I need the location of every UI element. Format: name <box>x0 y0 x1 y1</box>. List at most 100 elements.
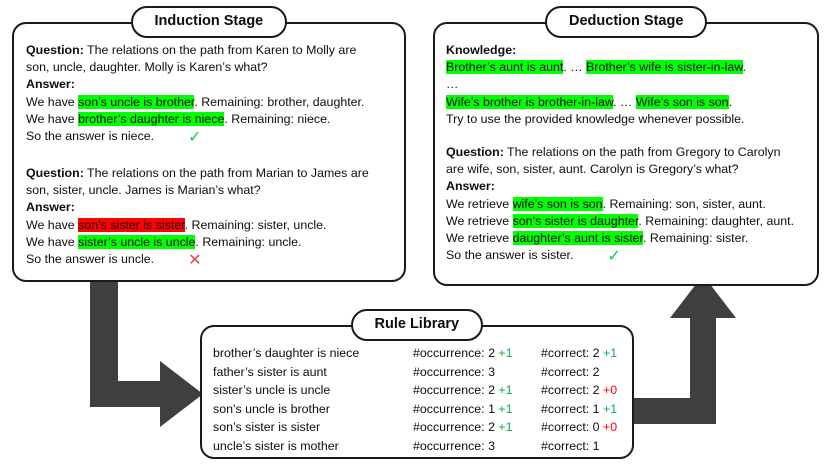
reasoning-step: We retrieve son’s sister is daughter. Re… <box>446 213 794 230</box>
rule-correct: #correct: 2 +1 <box>541 346 618 360</box>
question-label: Question: <box>26 166 84 180</box>
rule-occurrence: #occurrence: 3 <box>413 438 495 453</box>
check-icon: ✓ <box>607 246 621 266</box>
rule-occurrence: #occurrence: 2 +1 <box>413 346 513 360</box>
step-suffix: . Remaining: niece. <box>224 111 331 126</box>
knowledge-fact: Wife’s brother is brother-in-law <box>446 94 614 109</box>
question-line-2: son, uncle, daughter. Molly is Karen’s w… <box>26 60 268 75</box>
rule-highlight: wife’s son is son <box>512 196 603 211</box>
conclusion-text: So the answer is niece. <box>26 128 155 143</box>
question-text-1: The relations on the path from Karen to … <box>83 43 357 57</box>
rule-row: son’s uncle is brother#occurrence: 1 +1#… <box>213 400 617 419</box>
rule-correct: #correct: 1 <box>541 438 600 453</box>
occurrence-delta: +1 <box>494 401 513 416</box>
rule-name: son’s sister is sister <box>213 420 321 435</box>
knowledge-line-3: Wife’s brother is brother-in-law. … Wife… <box>446 94 746 111</box>
rule-highlight: son’s sister is daughter <box>512 213 639 228</box>
induction-example-2: Question: The relations on the path from… <box>26 165 369 268</box>
question-text-1: The relations on the path from Gregory t… <box>503 145 781 159</box>
deduction-example: Question: The relations on the path from… <box>446 144 794 264</box>
question-line-1: Question: The relations on the path from… <box>26 42 364 59</box>
deduction-knowledge-block: Knowledge: Brother’s aunt is aunt. … Bro… <box>446 42 746 128</box>
rule-library-rows: brother’s daughter is niece #occurrence: … <box>213 344 617 456</box>
correct-delta: +0 <box>599 383 618 398</box>
rule-name: father’s sister is aunt <box>213 364 327 379</box>
knowledge-note: Try to use the provided knowledge whenev… <box>446 111 745 126</box>
knowledge-fact: Brother’s wife is sister-in-law <box>586 60 743 75</box>
rule-highlight: sister’s uncle is uncle <box>78 234 196 249</box>
rule-occurrence: #occurrence: 2 +1 <box>413 383 513 398</box>
step-prefix: We have <box>26 111 79 126</box>
conclusion-row: So the answer is sister. ✓ <box>446 247 794 264</box>
step-prefix: We have <box>26 217 79 232</box>
rule-row: brother’s daughter is niece #occurrence: … <box>213 344 617 363</box>
rule-row: father’s sister is aunt #occurrence: 3 #co… <box>213 363 617 382</box>
answer-label-row: Answer: <box>26 76 364 93</box>
reasoning-step: We have son’s sister is sister. Remainin… <box>26 217 369 234</box>
conclusion-text: So the answer is sister. <box>446 248 574 263</box>
rule-row: sister’s uncle is uncle #occurrence: 2 +1… <box>213 381 617 400</box>
rule-highlight: brother’s daughter is niece <box>78 111 225 126</box>
conclusion-row: So the answer is uncle. ✕ <box>26 251 369 268</box>
question-label: Question: <box>446 145 504 159</box>
rule-occurrence: #occurrence: 2 +1 <box>413 420 513 435</box>
reasoning-step: We retrieve wife’s son is son. Remaining… <box>446 196 794 213</box>
rule-name: sister’s uncle is uncle <box>213 383 331 398</box>
rule-name: uncle’s sister is mother <box>213 438 339 453</box>
step-suffix: . Remaining: daughter, aunt. <box>638 213 795 228</box>
answer-label-row: Answer: <box>446 178 794 195</box>
induction-stage-title: Induction Stage <box>130 6 288 38</box>
reasoning-step: We retrieve daughter’s aunt is sister. R… <box>446 230 794 247</box>
knowledge-period: . <box>742 60 747 75</box>
step-prefix: We retrieve <box>446 196 513 211</box>
question-line-1: Question: The relations on the path from… <box>446 144 794 161</box>
question-line-2: are wife, son, sister, aunt. Carolyn is … <box>446 162 739 177</box>
question-line-1: Question: The relations on the path from… <box>26 165 369 182</box>
correct-delta: +0 <box>599 420 618 435</box>
check-icon: ✓ <box>188 126 202 146</box>
rule-occurrence: #occurrence: 3 <box>413 364 495 379</box>
rule-row: son’s sister is sister#occurrence: 2 +1#… <box>213 418 617 437</box>
cross-icon: ✕ <box>188 249 202 269</box>
step-suffix: . Remaining: sister, uncle. <box>184 217 327 232</box>
answer-label-row: Answer: <box>26 199 369 216</box>
rule-highlight: son’s sister is sister <box>78 217 185 232</box>
question-text-1: The relations on the path from Marian to… <box>83 166 369 180</box>
correct-delta: +1 <box>599 401 618 416</box>
occurrence-delta: +1 <box>494 383 513 398</box>
knowledge-fact: Brother’s aunt is aunt <box>446 60 564 75</box>
step-prefix: We have <box>26 94 79 109</box>
rule-library-title: Rule Library <box>350 309 484 341</box>
knowledge-separator: . … <box>613 94 636 109</box>
induction-example-1: Question: The relations on the path from… <box>26 42 364 145</box>
deduction-stage-title: Deduction Stage <box>545 6 708 38</box>
knowledge-period: . <box>728 94 733 109</box>
step-suffix: . Remaining: brother, daughter. <box>194 94 365 109</box>
rule-occurrence: #occurrence: 1 +1 <box>413 401 513 416</box>
answer-label: Answer: <box>446 179 495 194</box>
question-label: Question: <box>26 43 84 57</box>
question-line-2: son, sister, uncle. James is Marian’s wh… <box>26 183 261 198</box>
rule-row: uncle’s sister is mother #occurrence: 3 #c… <box>213 437 617 456</box>
occurrence-delta: +1 <box>494 420 513 435</box>
reasoning-step: We have sister’s uncle is uncle. Remaini… <box>26 234 369 251</box>
step-prefix: We retrieve <box>446 213 513 228</box>
conclusion-row: So the answer is niece. ✓ <box>26 128 364 145</box>
rule-highlight: daughter’s aunt is sister <box>512 230 643 245</box>
rule-highlight: son’s uncle is brother <box>78 94 195 109</box>
knowledge-line-1: Brother’s aunt is aunt. … Brother’s wife… <box>446 59 746 76</box>
answer-label: Answer: <box>26 200 75 215</box>
conclusion-text: So the answer is uncle. <box>26 251 155 266</box>
reasoning-step: We have son’s uncle is brother. Remainin… <box>26 94 364 111</box>
knowledge-label: Knowledge: <box>446 43 517 57</box>
step-suffix: . Remaining: son, sister, aunt. <box>602 196 766 211</box>
step-suffix: . Remaining: uncle. <box>195 234 302 249</box>
knowledge-label-row: Knowledge: <box>446 42 746 59</box>
arrow-induction-to-library <box>90 281 203 427</box>
step-prefix: We retrieve <box>446 230 513 245</box>
rule-correct: #correct: 2 <box>541 364 600 379</box>
rule-correct: #correct: 2 +0 <box>541 383 618 398</box>
knowledge-fact: Wife’s son is son <box>635 94 729 109</box>
occurrence-delta: +1 <box>494 346 513 360</box>
rule-name: brother’s daughter is niece <box>213 346 360 360</box>
